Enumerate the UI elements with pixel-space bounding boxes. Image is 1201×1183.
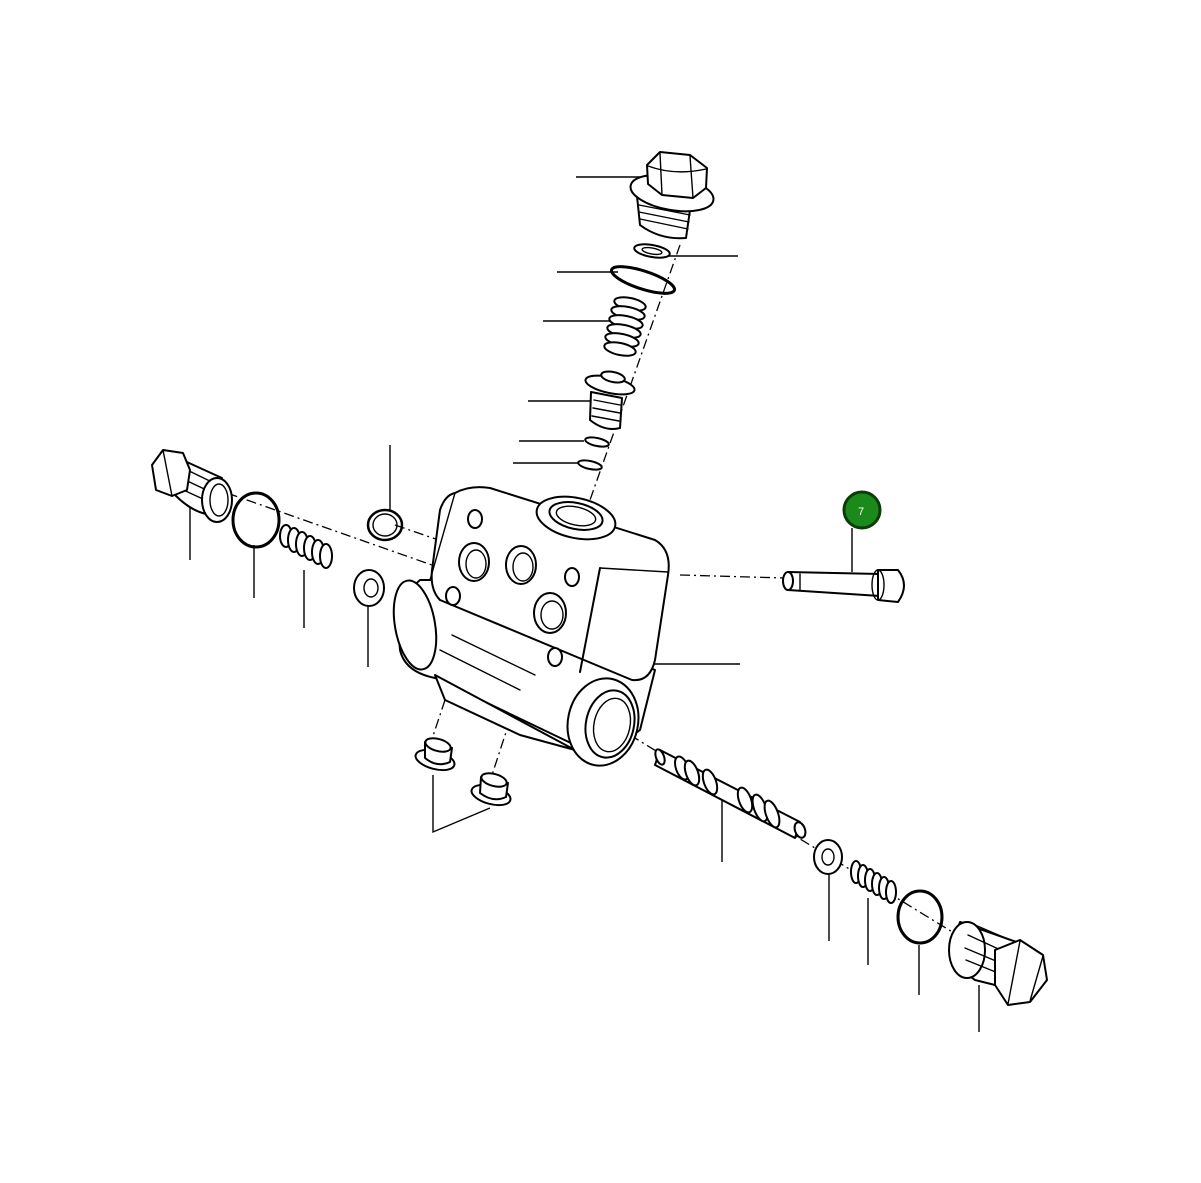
left-o-ring	[231, 491, 281, 549]
top-o-ring	[609, 265, 677, 295]
top-hex-plug	[629, 151, 715, 240]
body-o-ring	[366, 508, 404, 542]
left-hex-plug	[151, 449, 233, 523]
piston-shaft	[654, 748, 807, 839]
right-o-ring	[896, 889, 944, 945]
left-spring	[279, 524, 333, 569]
left-washer	[353, 569, 385, 607]
top-sealing-washer	[633, 243, 671, 259]
bottom-plug-right	[470, 772, 512, 807]
long-bolt	[782, 569, 905, 603]
right-spring	[850, 860, 897, 904]
callout-circle[interactable]	[842, 490, 882, 530]
bottom-plug-left	[414, 737, 456, 772]
leader-lines	[189, 176, 980, 1032]
right-washer	[813, 839, 843, 875]
small-washer-lower	[577, 459, 603, 471]
valve-body	[392, 486, 670, 767]
callout-badge[interactable]: 7	[842, 490, 882, 530]
right-hex-plug	[948, 921, 1048, 1006]
callout-number: 7	[858, 506, 864, 518]
small-washer-upper	[584, 436, 610, 448]
top-spring	[603, 296, 647, 357]
top-valve-spool	[584, 370, 636, 430]
